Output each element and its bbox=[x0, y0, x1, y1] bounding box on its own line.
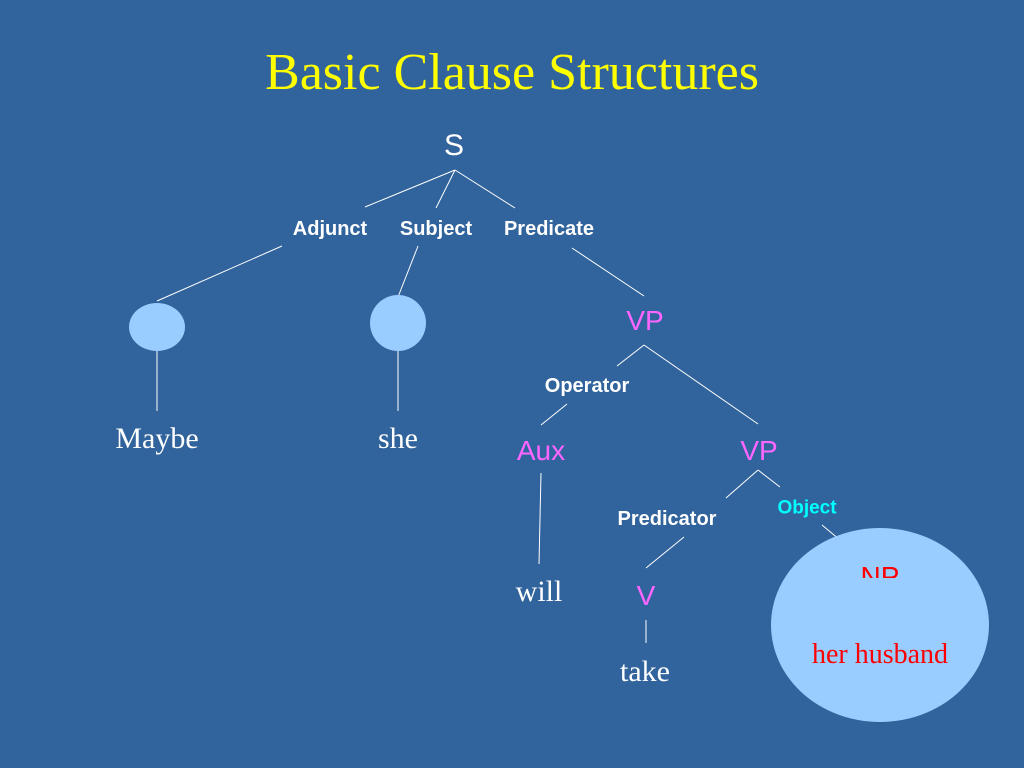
label-object: Object bbox=[777, 497, 837, 519]
edge-predicator-v bbox=[645, 536, 685, 569]
node-v: V bbox=[636, 580, 656, 611]
label-adjunct: Adjunct bbox=[292, 218, 368, 240]
edge-predicate-vp bbox=[571, 247, 645, 297]
edge-operator-aux bbox=[540, 403, 568, 426]
word-maybe: Maybe bbox=[115, 422, 199, 455]
edge-vp-object bbox=[757, 469, 781, 488]
node-vp-lower: VP bbox=[740, 435, 778, 466]
edge-s-subject bbox=[435, 169, 456, 209]
edge-subject-node bbox=[397, 245, 419, 298]
node-aux: Aux bbox=[516, 435, 566, 466]
edge-aux-will bbox=[538, 472, 542, 565]
label-operator: Operator bbox=[544, 375, 630, 397]
edge-adjunct-node bbox=[156, 245, 283, 302]
node-vp-upper: VP bbox=[626, 305, 664, 336]
edge-s-adjunct bbox=[364, 169, 456, 208]
word-take: take bbox=[620, 655, 670, 688]
node-s: S bbox=[443, 129, 465, 162]
edge-vp-predicator bbox=[725, 469, 759, 499]
np-label-clip: NP bbox=[820, 540, 940, 579]
slide-title: Basic Clause Structures bbox=[265, 44, 759, 101]
word-her-husband: her husband bbox=[811, 639, 949, 670]
label-predicate: Predicate bbox=[503, 218, 595, 240]
word-she: she bbox=[378, 422, 418, 455]
edge-s-predicate bbox=[454, 169, 516, 209]
adjunct-node bbox=[129, 303, 185, 351]
label-subject: Subject bbox=[399, 218, 473, 240]
subject-node bbox=[370, 295, 426, 351]
label-predicator: Predicator bbox=[617, 508, 717, 530]
node-np: NP bbox=[860, 561, 900, 579]
edge-vp-operator bbox=[616, 344, 645, 367]
np-node bbox=[771, 528, 989, 722]
word-will: will bbox=[515, 575, 563, 608]
edge-vp-vp bbox=[643, 344, 759, 425]
